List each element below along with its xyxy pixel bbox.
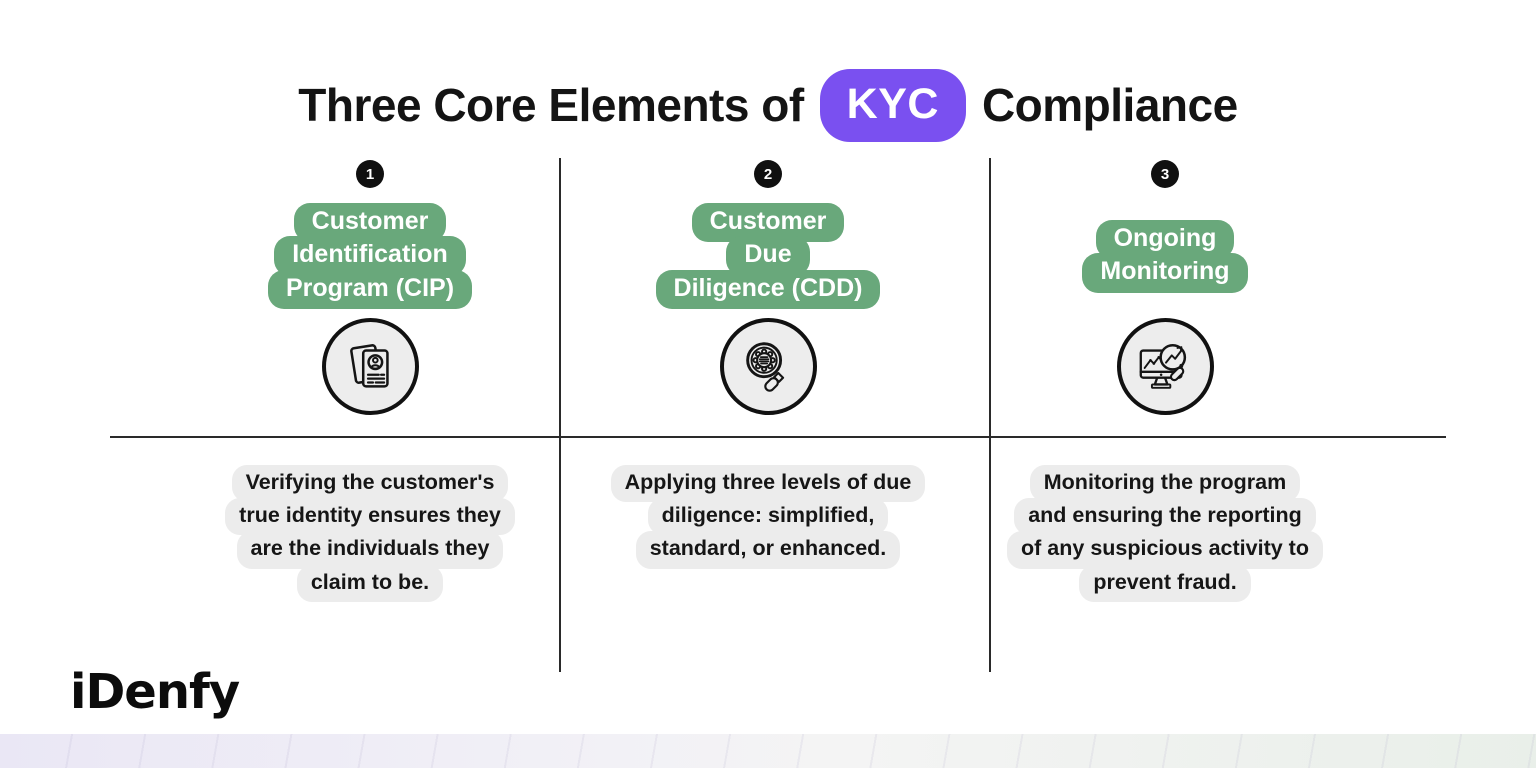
title-prefix: Three Core Elements of <box>298 79 804 131</box>
badge-line: Customer <box>293 202 447 243</box>
idenfy-logo: iDenfy <box>70 664 240 720</box>
step-number: 3 <box>1160 165 1170 183</box>
gear-magnifier-icon <box>746 341 785 392</box>
column-cdd: 2 Customer Due Diligence (CDD) <box>553 160 983 569</box>
description-blob: Applying three levels of due diligence: … <box>610 465 926 569</box>
badge-line: Program (CIP) <box>267 269 473 310</box>
column-monitoring: 3 Ongoing Monitoring <box>950 160 1380 602</box>
vertical-divider-1 <box>559 158 561 672</box>
icon-circle <box>1116 318 1214 415</box>
topic-badge: Customer Due Diligence (CDD) <box>655 200 881 312</box>
step-number-badge: 1 <box>356 160 384 188</box>
step-number: 1 <box>365 165 375 183</box>
description-blob: Monitoring the program and ensuring the … <box>1007 465 1323 602</box>
title-suffix: Compliance <box>981 79 1238 131</box>
badge-line: Ongoing <box>1095 219 1235 259</box>
description-line: are the individuals they <box>236 531 504 569</box>
horizontal-divider <box>110 436 1446 438</box>
page-title: Three Core Elements of KYC Compliance <box>0 66 1536 144</box>
badge-line: Customer <box>691 202 845 243</box>
description-line: standard, or enhanced. <box>635 531 901 569</box>
description-line: Verifying the customer's <box>231 465 509 503</box>
description-line: diligence: simplified, <box>647 498 889 536</box>
description-line: prevent fraud. <box>1079 564 1251 602</box>
description-line: of any suspicious activity to <box>1007 531 1323 569</box>
vertical-divider-2 <box>989 158 991 672</box>
description-line: true identity ensures they <box>225 498 515 536</box>
column-cip: 1 Customer Identification Program (CIP) … <box>145 160 595 602</box>
badge-line: Monitoring <box>1082 253 1248 293</box>
badge-line: Due <box>726 236 810 276</box>
topic-badge: Ongoing Monitoring <box>1082 200 1248 312</box>
description-line: claim to be. <box>296 564 444 602</box>
step-number-badge: 2 <box>754 160 782 188</box>
badge-line: Diligence (CDD) <box>655 269 881 310</box>
description-line: and ensuring the reporting <box>1014 498 1316 536</box>
step-number-badge: 3 <box>1151 160 1179 188</box>
id-cards-icon <box>350 343 389 388</box>
icon-circle <box>321 318 419 415</box>
description-line: Monitoring the program <box>1029 465 1301 503</box>
description-line: Applying three levels of due <box>610 465 926 503</box>
icon-circle <box>719 318 817 415</box>
topic-badge: Customer Identification Program (CIP) <box>267 200 473 312</box>
badge-line: Identification <box>274 236 466 276</box>
kyc-highlight-pill: KYC <box>819 68 966 142</box>
step-number: 2 <box>763 165 773 183</box>
monitor-magnifier-icon <box>1139 343 1187 389</box>
description-blob: Verifying the customer's true identity e… <box>225 465 515 602</box>
footer-gradient-band <box>0 734 1536 768</box>
